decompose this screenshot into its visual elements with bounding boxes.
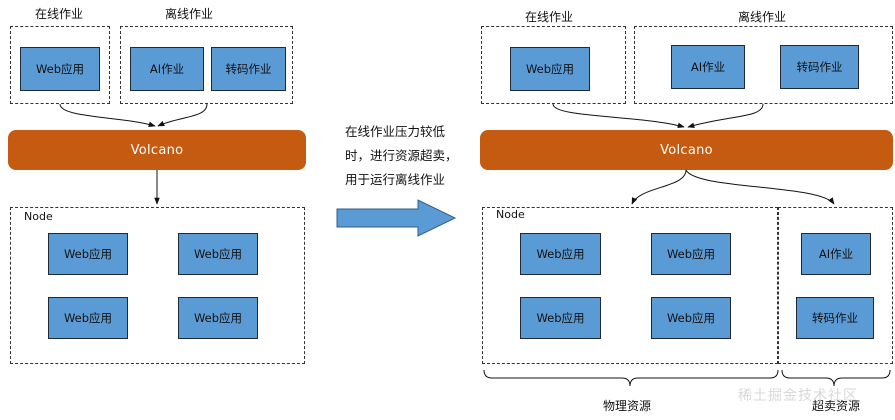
overcommit-transcode-job: 转码作业 — [796, 297, 874, 339]
offline-jobs-label-after: 离线作业 — [738, 10, 787, 24]
overcommit-ai-job: AI作业 — [801, 233, 871, 275]
volcano-scheduler: Volcano — [8, 130, 306, 170]
web-app-box: Web应用 — [20, 47, 100, 91]
overcommit-brace-icon — [781, 369, 891, 387]
online-jobs-label-after: 在线作业 — [525, 10, 574, 24]
node-web-app-after-1: Web应用 — [520, 233, 601, 275]
overcommit-node-group — [778, 207, 893, 364]
node-web-app-4: Web应用 — [178, 297, 258, 339]
transition-note: 在线作业压力较低 时，进行资源超卖， 用于运行离线作业 — [345, 120, 458, 192]
right-web-to-volcano — [552, 103, 685, 129]
physical-resources-label: 物理资源 — [603, 399, 652, 413]
offline-jobs-group — [120, 26, 293, 104]
transcode-job-box-after: 转码作业 — [780, 45, 859, 89]
right-volcano-to-physical — [631, 169, 687, 205]
left-offline-to-volcano — [157, 103, 208, 127]
offline-jobs-group-after — [634, 26, 893, 104]
watermark: 稀土掘金技术社区 — [738, 388, 858, 404]
node-group — [10, 207, 305, 364]
node-web-app-1: Web应用 — [48, 233, 128, 275]
online-jobs-group — [10, 26, 110, 104]
transcode-job-box: 转码作业 — [211, 47, 286, 91]
online-jobs-label: 在线作业 — [35, 7, 84, 21]
ai-job-box: AI作业 — [130, 47, 204, 91]
transition-note-line-2: 时，进行资源超卖， — [345, 148, 458, 163]
volcano-scheduler-after: Volcano — [480, 130, 893, 170]
overcommit-resources-label: 超卖资源 — [812, 399, 861, 413]
right-offline-to-volcano — [687, 103, 764, 128]
right-volcano-to-overcommit — [685, 169, 835, 205]
node-web-app-after-3: Web应用 — [520, 297, 601, 339]
node-web-app-2: Web应用 — [178, 233, 258, 275]
physical-brace-icon — [483, 369, 779, 387]
offline-jobs-label: 离线作业 — [165, 7, 214, 21]
node-web-app-after-4: Web应用 — [651, 297, 731, 339]
physical-node-group — [482, 207, 778, 364]
transition-note-line-1: 在线作业压力较低 — [345, 124, 446, 139]
node-web-app-after-2: Web应用 — [651, 233, 731, 275]
transition-note-line-3: 用于运行离线作业 — [345, 172, 446, 187]
web-app-box-after: Web应用 — [510, 47, 590, 91]
node-label: Node — [24, 210, 53, 223]
left-web-to-volcano — [59, 103, 156, 127]
node-web-app-3: Web应用 — [48, 297, 128, 339]
online-jobs-group-after — [481, 26, 626, 104]
ai-job-box-after: AI作业 — [671, 45, 745, 89]
node-label-after: Node — [496, 208, 525, 221]
